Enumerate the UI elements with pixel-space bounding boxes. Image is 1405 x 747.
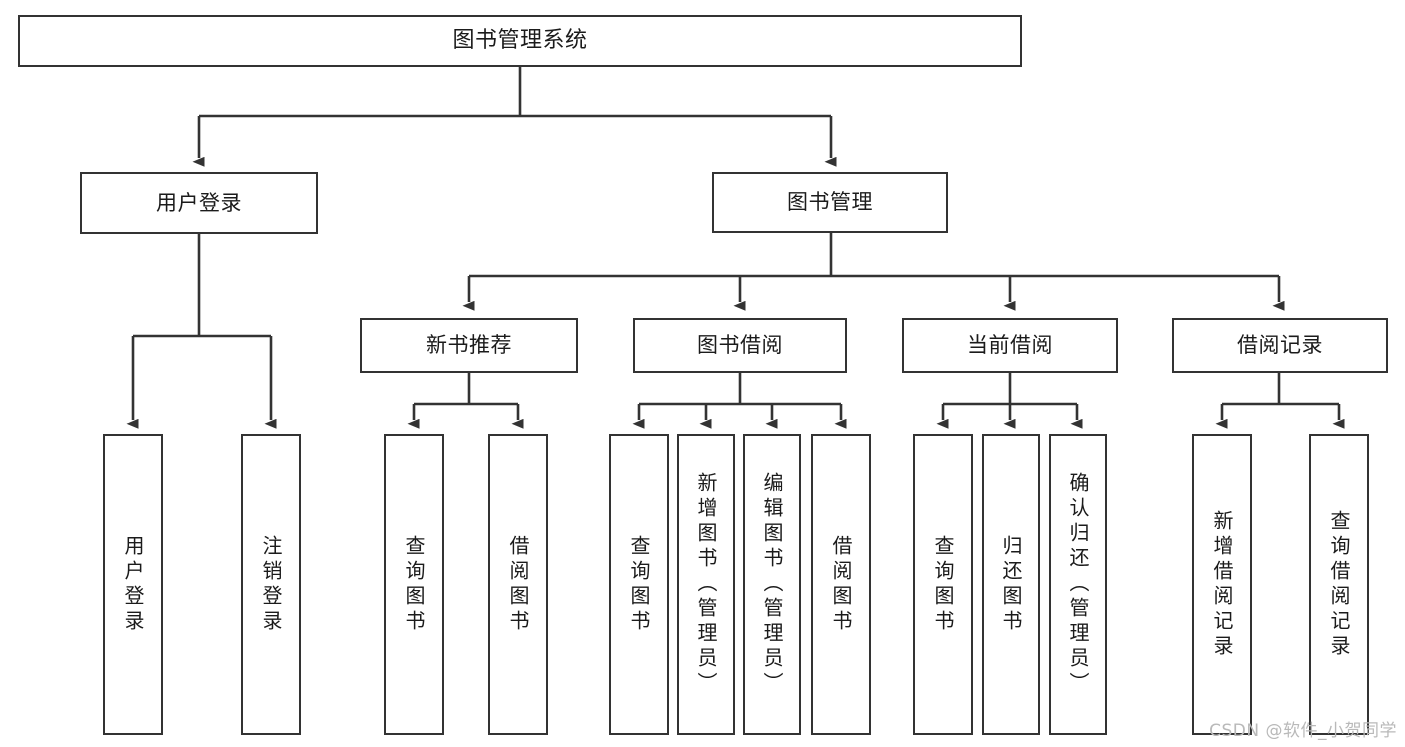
leaf-label: 新增借阅记录 bbox=[1210, 509, 1234, 660]
node-book-borrow[interactable]: 图书借阅 bbox=[633, 318, 847, 373]
node-new-book-recommend[interactable]: 新书推荐 bbox=[360, 318, 578, 373]
leaf-label: 查询图书 bbox=[627, 534, 651, 635]
watermark-text: CSDN @软件_小贺同学 bbox=[1209, 721, 1397, 741]
leaf-borrow-query-book[interactable]: 查询图书 bbox=[609, 434, 669, 735]
leaf-label: 查询图书 bbox=[931, 534, 955, 635]
node-user-login[interactable]: 用户登录 bbox=[80, 172, 318, 234]
leaf-new-book-query[interactable]: 查询图书 bbox=[384, 434, 444, 735]
leaf-user-login-logout[interactable]: 注销登录 bbox=[241, 434, 301, 735]
leaf-borrow-borrow-book[interactable]: 借阅图书 bbox=[811, 434, 871, 735]
leaf-record-query[interactable]: 查询借阅记录 bbox=[1309, 434, 1369, 735]
node-borrow-record[interactable]: 借阅记录 bbox=[1172, 318, 1388, 373]
node-current-borrow[interactable]: 当前借阅 bbox=[902, 318, 1118, 373]
leaf-label: 借阅图书 bbox=[829, 534, 853, 635]
leaf-label: 编辑图书（管理员） bbox=[760, 472, 784, 697]
leaf-label: 注销登录 bbox=[259, 534, 283, 635]
leaf-label: 新增图书（管理员） bbox=[694, 472, 718, 697]
node-root-system[interactable]: 图书管理系统 bbox=[18, 15, 1022, 67]
leaf-record-add[interactable]: 新增借阅记录 bbox=[1192, 434, 1252, 735]
leaf-current-return-book[interactable]: 归还图书 bbox=[982, 434, 1040, 735]
leaf-current-confirm-return-admin[interactable]: 确认归还（管理员） bbox=[1049, 434, 1107, 735]
leaf-label: 用户登录 bbox=[121, 534, 145, 635]
leaf-borrow-edit-book-admin[interactable]: 编辑图书（管理员） bbox=[743, 434, 801, 735]
leaf-borrow-add-book-admin[interactable]: 新增图书（管理员） bbox=[677, 434, 735, 735]
leaf-label: 确认归还（管理员） bbox=[1066, 472, 1090, 697]
leaf-label: 归还图书 bbox=[999, 534, 1023, 635]
leaf-label: 查询图书 bbox=[402, 534, 426, 635]
leaf-new-book-borrow[interactable]: 借阅图书 bbox=[488, 434, 548, 735]
leaf-label: 查询借阅记录 bbox=[1327, 509, 1351, 660]
leaf-user-login-login[interactable]: 用户登录 bbox=[103, 434, 163, 735]
leaf-current-query-book[interactable]: 查询图书 bbox=[913, 434, 973, 735]
node-book-management[interactable]: 图书管理 bbox=[712, 172, 948, 233]
leaf-label: 借阅图书 bbox=[506, 534, 530, 635]
